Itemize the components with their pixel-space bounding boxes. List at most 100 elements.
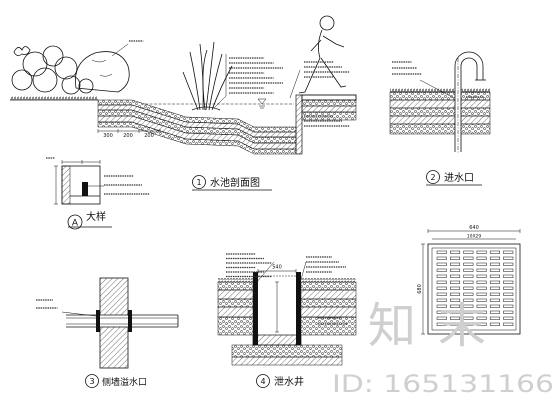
grate-slot [476,256,487,260]
grate-slot [476,286,487,290]
person-body [298,29,347,94]
drawing-title: 大样 [86,210,106,223]
grate-slot [489,292,500,296]
title-overflow-detail: 3 侧墙溢水口 [85,374,147,388]
grate-slot [463,292,474,296]
plant-base [191,106,221,111]
plant-leaf [211,65,233,111]
grate-slot [489,316,500,320]
dimension-text: 10X29 [467,234,482,240]
dimension-text: 540 [272,265,282,271]
shrub-outline [61,75,81,95]
grate-slot [450,256,461,260]
well-layer-gravel [217,281,254,291]
dimension-text: 640 [469,225,479,231]
drawing-index-number: 4 [260,377,265,386]
pipe-void [100,315,128,327]
grate-plan-drawing: 640 10X29 680 [417,225,521,335]
inlet-pipe [454,51,484,152]
drain-well-drawing: 540 [217,261,357,366]
boulder [75,51,130,93]
grate-slot [463,274,474,278]
inlet-layer-gravel [389,91,491,101]
pool-dimension-line: 300 200 200 [97,129,161,139]
person-head [319,15,335,31]
grate-slot [476,262,487,266]
detail-a-hatch [61,165,71,205]
dimension-ticks [421,243,425,335]
grate-slot [436,280,447,284]
grate-slot [450,316,461,320]
grate-slot [503,268,514,272]
grate-slot [503,250,514,254]
boulder-leader [111,43,129,57]
notes-leader [61,311,97,317]
grate-slot [503,280,514,284]
grate-slot [489,310,500,314]
grate-slot [436,322,447,326]
boulder-texture [91,59,113,77]
person-figure [298,15,347,94]
grate-slot [463,304,474,308]
grate-slot [450,280,461,284]
well-layer-concrete [300,306,357,318]
grate-slot [489,280,500,284]
grate-slot [450,268,461,272]
drawing-index-letter: A [72,219,79,229]
notes-leader [419,79,455,99]
well-gravel-bed [231,344,343,358]
grate-slot [463,262,474,266]
grate-slot [436,256,447,260]
grate-slot [463,298,474,302]
grate-inner-frame [431,247,517,331]
annotation-notes [36,40,485,325]
shrub-outline [32,67,58,93]
well-layer-gravel [300,298,357,308]
grate-slot [489,262,500,266]
well-base-course [231,356,343,366]
pipe-flange [96,310,100,332]
grate-slot [450,286,461,290]
tree-scribble [13,46,31,56]
title-inlet-detail: 2 进水口 [426,170,482,186]
pool-wall [295,94,303,155]
inlet-layer-gravel [389,107,491,117]
detail-a-block [82,182,88,196]
grate-slot [450,262,461,266]
grate-slot [450,274,461,278]
shrub-outline [54,56,78,80]
drawing-index-circle [85,374,99,388]
detail-a-drawing [54,160,104,205]
grate-slot [503,316,514,320]
grate-slot [489,268,500,272]
notes-leader [299,261,307,284]
grate-slot [463,256,474,260]
drawing-index-circle [426,170,440,184]
grate-slot [436,268,447,272]
grate-slot [436,292,447,296]
drawing-title: 进水口 [444,172,474,184]
platform-paving [301,94,357,101]
grate-slot [503,310,514,314]
dimension-text: 200 [144,133,154,139]
platform-base [301,111,357,121]
drawing-index-number: 1 [196,178,201,187]
grate-slot [503,256,514,260]
plant-leaf [189,51,201,111]
dimension-ticks [61,160,101,164]
grate-slot [503,274,514,278]
grate-slots [436,250,514,326]
watermark-brand: 知末 [368,298,508,354]
grate-slot [503,286,514,290]
inlet-layer-concrete [389,99,491,109]
inlet-layer-base [389,123,491,135]
grate-slot [436,304,447,308]
dimension-ticks [54,165,58,205]
grate-slot [476,304,487,308]
ground-grass-strip [300,278,356,282]
shrub-outline [42,45,64,67]
drawing-index-number: 3 [89,377,94,386]
grate-slot [463,268,474,272]
well-layer-base [300,316,357,336]
